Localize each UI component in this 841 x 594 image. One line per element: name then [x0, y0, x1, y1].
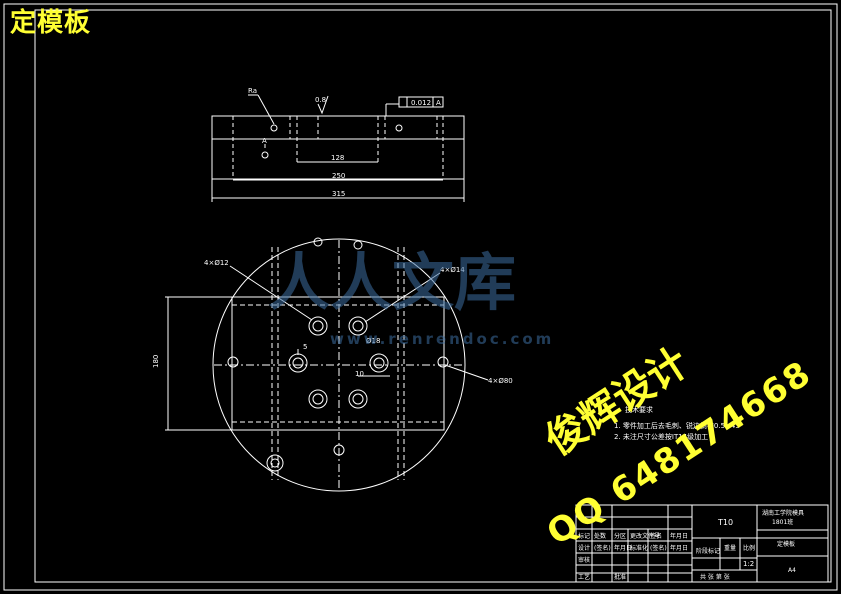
site-watermark-url: www.renrendoc.com: [330, 330, 555, 348]
tb-cell: 设计: [578, 544, 590, 552]
inner-border: [34, 9, 832, 583]
callout-top: 4×Ø14: [440, 266, 465, 274]
outer-border: [3, 3, 838, 591]
tb-cell: 审核: [578, 556, 590, 564]
tb-cell: 年月日: [670, 532, 688, 540]
leader-note: Ra: [248, 87, 257, 95]
tolerance-value: 0.012: [411, 99, 431, 107]
dim-middle: 250: [332, 172, 345, 180]
title-block: [575, 504, 829, 583]
tb-cell: 标准化: [630, 544, 648, 552]
material: T10: [717, 518, 733, 527]
scale-label: 比例: [743, 544, 755, 552]
footer-sheet: 共 张 第 张: [700, 573, 730, 581]
datum-label: A: [262, 137, 267, 145]
dim-small-a: 5: [303, 343, 307, 351]
part-name: 定模板: [777, 540, 795, 548]
dim-small-c: 10: [355, 370, 364, 378]
dim-small-b: Ø18: [366, 337, 380, 345]
tech-notes-heading: 技术要求: [625, 405, 653, 414]
tb-cell: 工艺: [578, 573, 590, 581]
plan-view: [165, 237, 489, 492]
dim-overall: 315: [332, 190, 345, 198]
weight-label: 重量: [724, 544, 736, 552]
school: 湖南工学院模具: [762, 509, 804, 517]
surface-finish-value: 0.8: [315, 96, 326, 104]
front-view: [211, 94, 465, 202]
scale-value: 1:2: [743, 560, 754, 568]
tb-cell: 批准: [614, 573, 626, 581]
dim-height: 180: [152, 355, 160, 368]
tolerance-datum: A: [436, 99, 441, 107]
tb-cell: 年月日: [614, 544, 632, 552]
callout-right: 4×Ø80: [488, 377, 513, 385]
stage-label: 阶段标记: [696, 547, 720, 555]
tb-cell: 签名: [650, 532, 662, 540]
tb-cell: (签名): [594, 544, 611, 552]
school-line2: 1801班: [772, 518, 793, 526]
site-watermark: 人人文库: [268, 246, 517, 319]
tb-cell: 标记: [578, 532, 590, 540]
tb-cell: 更改文件号: [630, 532, 660, 540]
dim-inner: 128: [331, 154, 344, 162]
tb-cell: 分区: [614, 532, 626, 540]
tb-cell: 年月日: [670, 544, 688, 552]
drawing-title: 定模板: [10, 8, 92, 38]
tb-cell: (签名): [650, 544, 667, 552]
tech-note-1: 1. 零件加工后去毛刺、锐边倒钝0.5×45°: [614, 421, 743, 430]
sheet-size: A4: [788, 567, 796, 574]
tech-note-2: 2. 未注尺寸公差按IT14级加工: [614, 432, 708, 441]
tb-cell: 处数: [594, 532, 606, 540]
callout-left: 4×Ø12: [204, 259, 229, 267]
